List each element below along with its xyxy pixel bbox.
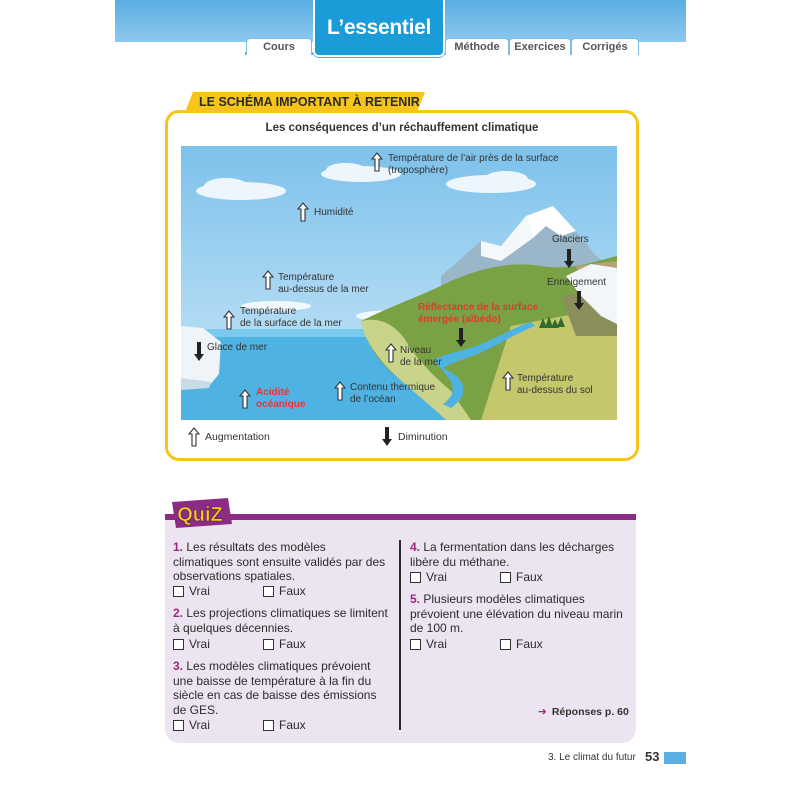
quiz-logo-text: QuiZ <box>177 504 223 526</box>
arrow-right-icon: ➜ <box>538 706 547 718</box>
answer-3-true[interactable]: Vrai <box>173 718 263 732</box>
tab-methode[interactable]: Méthode <box>445 38 509 55</box>
legend-increase: Augmentation <box>205 431 270 443</box>
answer-1-false[interactable]: Faux <box>263 584 306 598</box>
quiz-question-5: 5. Plusieurs modèles climatiques prévoie… <box>410 592 623 635</box>
label-snow-cover: Enneigement <box>547 277 606 288</box>
label-sea-surface-temp: Température de la surface de la mer <box>240 306 342 329</box>
quiz-answers-3: Vrai Faux <box>173 718 306 732</box>
up-arrow-icon <box>385 343 397 363</box>
page-number: 53 <box>645 749 660 764</box>
answer-5-true[interactable]: Vrai <box>410 637 500 651</box>
quiz-top-bar <box>165 514 636 520</box>
footer-accent-bar <box>664 752 686 764</box>
label-sea-level: Niveau de la mer <box>400 345 442 368</box>
schema-title: Les conséquences d’un réchauffement clim… <box>265 122 539 134</box>
label-albedo: Réflectance de la surface émergée (albéd… <box>418 302 539 325</box>
tab-exercices[interactable]: Exercices <box>509 38 571 55</box>
answer-5-false[interactable]: Faux <box>500 637 543 651</box>
quiz-answers-1: Vrai Faux <box>173 584 306 598</box>
checkbox-icon[interactable] <box>173 719 184 731</box>
up-arrow-icon <box>262 270 274 290</box>
checkbox-icon[interactable] <box>263 719 274 731</box>
quiz-answers-5: Vrai Faux <box>410 637 543 651</box>
label-glaciers: Glaciers <box>552 234 589 245</box>
landscape-drawing <box>181 163 617 420</box>
label-ocean-heat: Contenu thermique de l’océan <box>350 382 436 405</box>
label-humidity: Humidité <box>314 207 354 218</box>
answer-3-false[interactable]: Faux <box>263 718 306 732</box>
schema-tag: LE SCHÉMA IMPORTANT À RETENIR <box>185 92 425 112</box>
up-arrow-icon <box>334 381 346 401</box>
answer-2-false[interactable]: Faux <box>263 637 306 651</box>
checkbox-icon[interactable] <box>500 571 511 583</box>
climate-illustration <box>181 146 617 420</box>
checkbox-icon[interactable] <box>410 638 421 650</box>
quiz-answers-4: Vrai Faux <box>410 570 543 584</box>
quiz-answers-2: Vrai Faux <box>173 637 306 651</box>
quiz-question-4: 4. La fermentation dans les décharges li… <box>410 540 615 569</box>
answer-4-true[interactable]: Vrai <box>410 570 500 584</box>
down-arrow-icon <box>194 342 204 361</box>
up-arrow-icon <box>239 389 251 409</box>
answer-4-false[interactable]: Faux <box>500 570 543 584</box>
checkbox-icon[interactable] <box>263 638 274 650</box>
label-temp-above-sea: Température au-dessus de la mer <box>278 272 369 295</box>
up-arrow-icon <box>371 152 383 172</box>
checkbox-icon[interactable] <box>173 585 184 597</box>
label-sea-ice: Glace de mer <box>207 342 268 353</box>
down-arrow-icon <box>456 328 466 347</box>
checkbox-icon[interactable] <box>500 638 511 650</box>
checkbox-icon[interactable] <box>173 638 184 650</box>
answer-2-true[interactable]: Vrai <box>173 637 263 651</box>
checkbox-icon[interactable] <box>263 585 274 597</box>
down-arrow-icon <box>574 291 584 310</box>
tab-essentiel[interactable]: L’essentiel <box>313 0 445 57</box>
quiz-column-divider <box>399 540 401 730</box>
checkbox-icon[interactable] <box>410 571 421 583</box>
up-arrow-icon <box>502 371 514 391</box>
tab-cours[interactable]: Cours <box>246 38 312 55</box>
footer-chapter: 3. Le climat du futur <box>548 752 636 763</box>
quiz-logo: QuiZ <box>172 498 232 528</box>
answer-1-true[interactable]: Vrai <box>173 584 263 598</box>
legend-up-arrow-icon <box>188 427 200 447</box>
label-ocean-acidity: Acidité océanique <box>256 387 306 410</box>
legend-decrease: Diminution <box>398 431 448 443</box>
quiz-question-2: 2. Les projections climatiques se limite… <box>173 606 388 635</box>
legend-down-arrow-icon <box>382 427 392 446</box>
quiz-question-1: 1. Les résultats des modèles climatiques… <box>173 540 386 583</box>
quiz-question-3: 3. Les modèles climatiques prévoient une… <box>173 659 377 717</box>
up-arrow-icon <box>223 310 235 330</box>
tab-corriges[interactable]: Corrigés <box>571 38 639 55</box>
answers-link[interactable]: ➜Réponses p. 60 <box>538 706 629 718</box>
up-arrow-icon <box>297 202 309 222</box>
label-air-temperature: Température de l’air près de la surface … <box>388 153 559 176</box>
label-ground-temp: Température au-dessus du sol <box>517 373 593 396</box>
down-arrow-icon <box>564 249 574 268</box>
